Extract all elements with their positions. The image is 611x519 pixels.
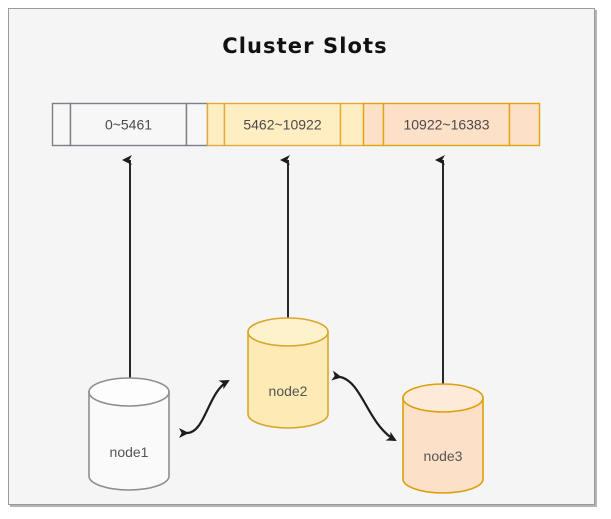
node-node1[interactable]: node1 bbox=[88, 377, 170, 491]
connector-node1-node2 bbox=[178, 380, 230, 439]
node1-body bbox=[88, 391, 170, 491]
slot-cell-pad-right-2 bbox=[339, 102, 365, 147]
connector-node2-node3 bbox=[331, 370, 397, 441]
slot-segment-node3[interactable]: 10922~16383 bbox=[362, 102, 541, 147]
slot-range-label-node2: 5462~10922 bbox=[243, 117, 321, 133]
node-node3[interactable]: node3 bbox=[402, 383, 484, 494]
node1-label: node1 bbox=[110, 444, 149, 460]
slot-range-label-node3: 10922~16383 bbox=[403, 117, 489, 133]
node-node2[interactable]: node2 bbox=[247, 317, 329, 429]
node3-label: node3 bbox=[424, 448, 463, 464]
page-title: Cluster Slots bbox=[222, 34, 388, 58]
node3-body bbox=[402, 397, 484, 494]
node2-body bbox=[247, 331, 329, 429]
node2-label: node2 bbox=[269, 383, 308, 399]
slot-cell-pad-right-3 bbox=[508, 102, 541, 147]
node3-top bbox=[402, 383, 484, 413]
slot-cell-pad-left-1 bbox=[51, 102, 72, 147]
slot-cell-main-2 bbox=[223, 102, 342, 147]
slot-range-label-node1: 0~5461 bbox=[105, 117, 152, 133]
node2-top bbox=[247, 317, 329, 347]
slot-cell-main-1 bbox=[69, 102, 188, 147]
slot-cell-pad-left-2 bbox=[206, 102, 226, 147]
slot-segment-node1[interactable]: 0~5461 bbox=[51, 102, 209, 147]
slot-cell-pad-left-3 bbox=[362, 102, 385, 147]
node1-top bbox=[88, 377, 170, 407]
slot-segment-node2[interactable]: 5462~10922 bbox=[206, 102, 365, 147]
slot-cell-pad-right-1 bbox=[185, 102, 209, 147]
